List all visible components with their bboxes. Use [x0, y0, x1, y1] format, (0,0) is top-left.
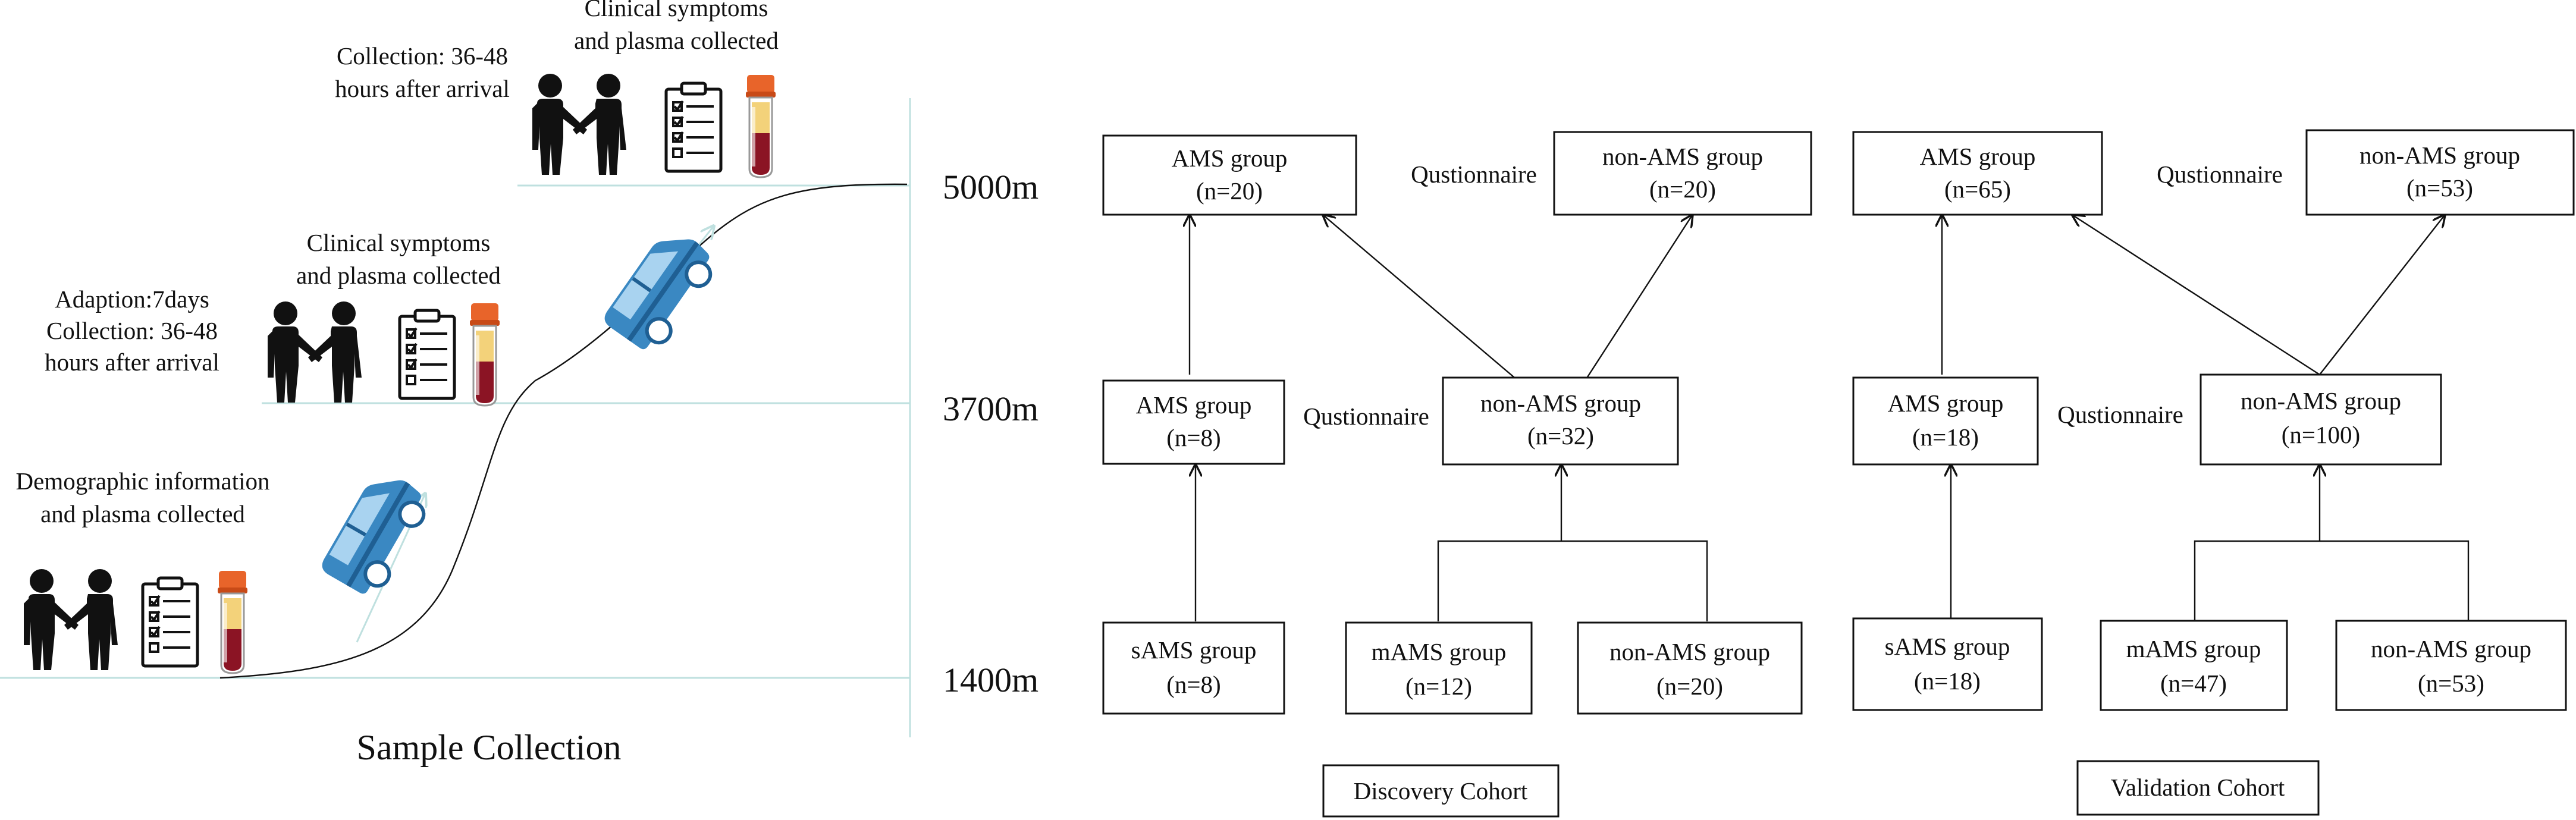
stage-5000-collection-2: hours after arrival — [335, 75, 510, 102]
stage-1400-text-2: and plasma collected — [40, 500, 245, 527]
group-count: (n=47) — [2160, 670, 2227, 697]
connector — [2194, 540, 2470, 621]
validation-sams-1400-box — [1852, 617, 2043, 711]
group-count: (n=53) — [2406, 174, 2473, 202]
group-name: non-AMS group — [2371, 635, 2531, 662]
group-name: non-AMS group — [1480, 389, 1641, 417]
discovery-mams-1400-box — [1345, 621, 1533, 715]
discovery-ams-5000-box — [1102, 134, 1357, 216]
group-name: sAMS group — [1131, 636, 1257, 664]
discovery-cohort-panel: AMS group (n=20) Qustionnaire non-AMS gr… — [1102, 131, 1812, 818]
group-count: (n=8) — [1166, 424, 1220, 451]
group-name: sAMS group — [1885, 633, 2010, 660]
altitude-1400: 1400m — [943, 661, 1038, 699]
questionnaire-label: Qustionnaire — [1411, 161, 1537, 188]
stage-5000-symptoms-2: and plasma collected — [574, 27, 779, 54]
stage-3700-collection-1: Collection: 36-48 — [46, 317, 218, 344]
altitude-3700: 3700m — [943, 389, 1038, 428]
checklist-icon — [143, 578, 197, 666]
altitude-road-curve — [219, 183, 908, 679]
group-count: (n=20) — [1649, 175, 1716, 203]
questionnaire-label: Qustionnaire — [2157, 161, 2283, 188]
discovery-nonams-1400-box — [1577, 621, 1803, 715]
validation-nonams-5000-box — [2305, 129, 2575, 216]
group-count: (n=20) — [1656, 673, 1723, 700]
stage-3700-symptoms-2: and plasma collected — [296, 262, 501, 289]
group-count: (n=20) — [1196, 177, 1263, 205]
checklist-icon — [400, 310, 454, 398]
validation-cohort-title-box — [2076, 760, 2320, 816]
sample-collection-title: Sample Collection — [357, 728, 622, 767]
group-name: mAMS group — [2126, 635, 2261, 662]
group-name: mAMS group — [1372, 638, 1507, 665]
group-name: non-AMS group — [1609, 638, 1770, 665]
blood-tube-icon — [217, 570, 249, 674]
validation-cohort-panel: AMS group (n=65) Qustionnaire non-AMS gr… — [1852, 129, 2575, 816]
group-count: (n=53) — [2418, 670, 2484, 697]
connector — [2073, 215, 2320, 376]
group-count: (n=65) — [1944, 175, 2011, 203]
connector — [2319, 215, 2445, 375]
stage-3700-symptoms-1: Clinical symptoms — [307, 229, 491, 256]
group-name: non-AMS group — [1602, 143, 1763, 170]
altitude-5000: 5000m — [943, 168, 1038, 206]
discovery-cohort-title: Discovery Cohort — [1354, 777, 1528, 805]
validation-cohort-title: Validation Cohort — [2111, 774, 2285, 801]
blood-tube-icon — [469, 302, 501, 407]
group-count: (n=32) — [1527, 422, 1594, 450]
validation-mams-1400-box — [2100, 620, 2288, 711]
blood-tube-icon — [745, 74, 777, 178]
group-count: (n=18) — [1912, 423, 1979, 451]
stage-5000-symptoms-1: Clinical symptoms — [585, 0, 768, 21]
people-icon — [268, 301, 362, 403]
stage-3700-collection-2: hours after arrival — [45, 348, 219, 376]
group-count: (n=12) — [1405, 673, 1472, 700]
validation-ams-5000-box — [1852, 131, 2103, 216]
group-name: non-AMS group — [2359, 142, 2520, 169]
people-icon — [532, 74, 626, 175]
group-name: non-AMS group — [2241, 387, 2401, 414]
group-name: AMS group — [1888, 389, 2004, 417]
group-name: AMS group — [1136, 391, 1252, 419]
car-icon — [601, 223, 723, 358]
discovery-nonams-3700-box — [1442, 376, 1679, 466]
questionnaire-label: Qustionnaire — [1303, 403, 1429, 430]
questionnaire-label: Qustionnaire — [2057, 401, 2183, 428]
people-icon — [24, 569, 118, 670]
stage-1400-text-1: Demographic information — [16, 467, 270, 495]
discovery-ams-3700-box — [1102, 379, 1285, 465]
group-count: (n=100) — [2282, 421, 2360, 448]
car-icon — [318, 466, 435, 602]
connector — [1437, 540, 1708, 621]
discovery-nonams-5000-box — [1553, 131, 1812, 216]
group-count: (n=8) — [1166, 671, 1220, 698]
sample-collection-panel: Demographic information and plasma colle… — [0, 0, 911, 767]
discovery-cohort-title-box — [1322, 764, 1560, 818]
validation-nonams-3700-box — [2200, 373, 2442, 466]
checklist-icon — [666, 83, 721, 171]
stage-5000-collection-1: Collection: 36-48 — [337, 42, 508, 70]
validation-nonams-1400-box — [2335, 620, 2567, 711]
discovery-sams-1400-box — [1102, 621, 1285, 715]
group-name: AMS group — [1920, 143, 2036, 170]
group-name: AMS group — [1172, 144, 1288, 172]
validation-ams-3700-box — [1852, 376, 2039, 466]
stage-3700-adaption: Adaption:7days — [55, 285, 209, 313]
group-count: (n=18) — [1914, 667, 1981, 695]
